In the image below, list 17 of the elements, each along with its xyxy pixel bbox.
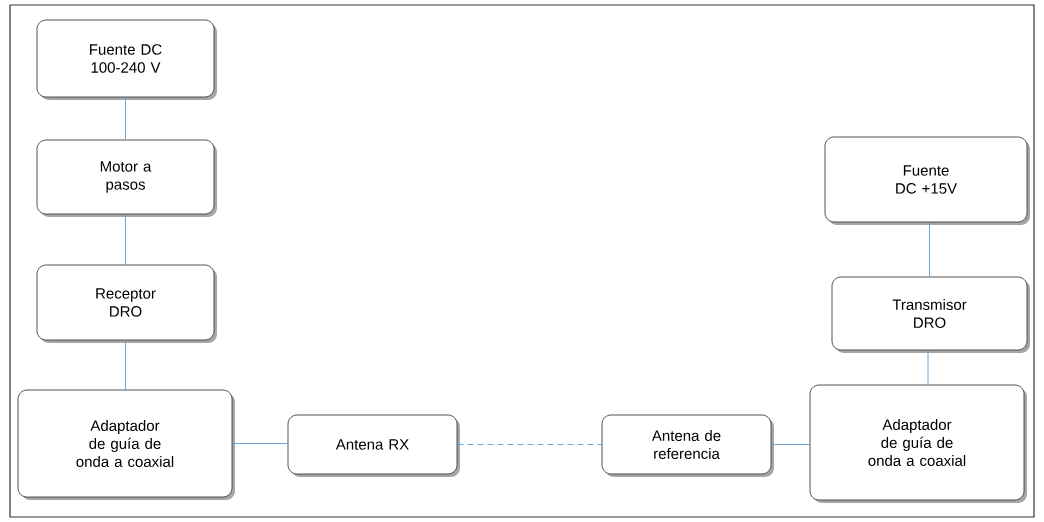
connector-line <box>232 443 288 444</box>
connector-line <box>929 222 930 277</box>
process-box: Receptor DRO <box>36 264 217 343</box>
process-box: Antena RX <box>287 414 460 477</box>
connector-line <box>457 444 602 445</box>
connector-line <box>125 97 126 140</box>
connector-line <box>125 214 126 265</box>
connector-line <box>771 444 810 445</box>
process-box: Adaptador de guía de onda a coaxial <box>809 384 1027 503</box>
process-box: Adaptador de guía de onda a coaxial <box>17 389 235 500</box>
connector-line <box>125 340 126 390</box>
process-box: Antena de referencia <box>601 414 774 477</box>
process-box: Fuente DC +15V <box>824 136 1030 225</box>
connector-line <box>927 350 929 385</box>
process-box: Fuente DC 100-240 V <box>36 19 217 100</box>
process-box: Transmisor DRO <box>831 276 1030 353</box>
process-box: Motor a pasos <box>36 139 217 217</box>
